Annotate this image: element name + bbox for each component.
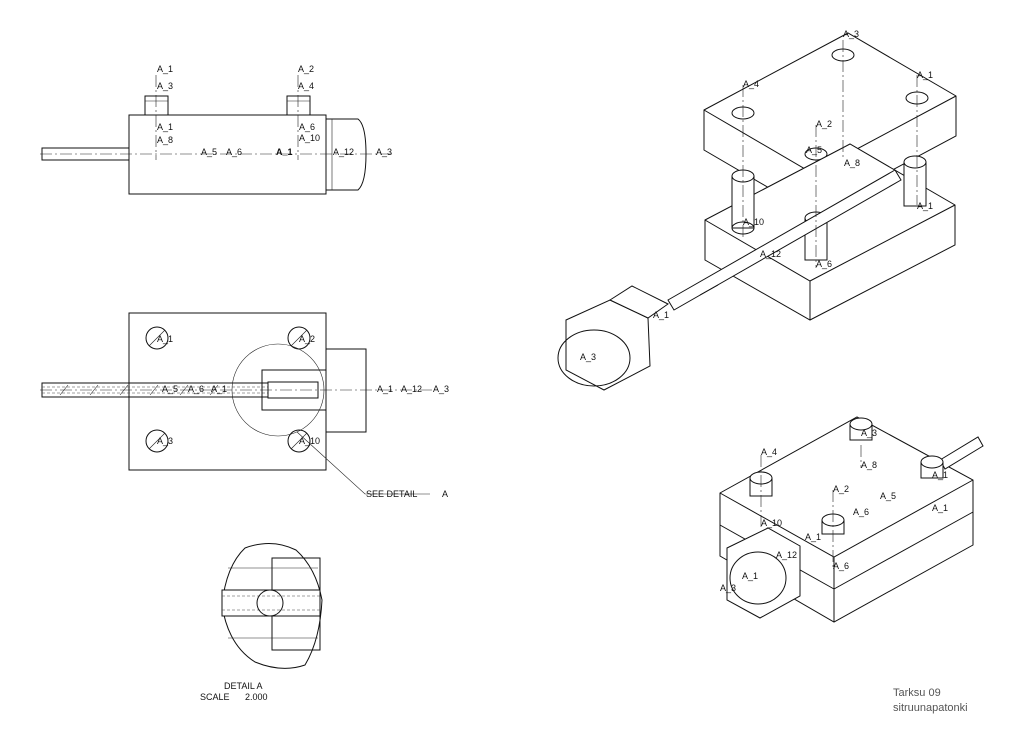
- label: A_1: [653, 310, 669, 320]
- label: A_1: [742, 571, 758, 581]
- label: A_2: [299, 334, 315, 344]
- title-line-1: Tarksu 09: [893, 687, 941, 699]
- detail-scale-value: 2.000: [245, 692, 268, 702]
- detail-scale-label: SCALE: [200, 692, 230, 702]
- label: A_1: [276, 147, 293, 157]
- label: A_2: [816, 119, 832, 129]
- hole-a2: [287, 326, 311, 350]
- label: A_5: [162, 384, 178, 394]
- iso-assembled-rod: [939, 436, 984, 470]
- label: A_1: [157, 334, 173, 344]
- detail-title: DETAIL A: [224, 681, 263, 691]
- label: A_10: [299, 133, 320, 143]
- iso-bottom-block: [704, 143, 956, 321]
- label: A_8: [861, 460, 877, 470]
- detail-a-caption: DETAIL A SCALE 2.000: [200, 681, 268, 702]
- iso-assembled-view: [719, 416, 984, 623]
- label: A_12: [760, 249, 781, 259]
- label: A_6: [816, 259, 832, 269]
- label: A_3: [376, 147, 392, 157]
- top-view-labels: A_1 A_2 A_3 A_10 A_5 A_6 A_1 A_1 A_12 A_…: [157, 334, 449, 499]
- label: A_1: [377, 384, 393, 394]
- label: A_3: [720, 583, 736, 593]
- label: A_1: [917, 70, 933, 80]
- hole-a10: [287, 429, 311, 453]
- top-view: [40, 312, 440, 495]
- label: A_3: [157, 81, 173, 91]
- label: A_8: [844, 158, 860, 168]
- label: A_12: [776, 550, 797, 560]
- front-pin-left: [144, 95, 169, 116]
- label: A_6: [188, 384, 204, 394]
- label: A_6: [226, 147, 242, 157]
- label: A_12: [333, 147, 354, 157]
- front-view: [40, 75, 395, 195]
- label: A_5: [806, 145, 822, 155]
- label: A_3: [433, 384, 449, 394]
- label: A_3: [157, 436, 173, 446]
- label: A_6: [299, 122, 315, 132]
- label: A_10: [761, 518, 782, 528]
- label: A_3: [843, 29, 859, 39]
- label: A_1: [805, 532, 821, 542]
- label: A_8: [157, 135, 173, 145]
- label: A_4: [298, 81, 314, 91]
- title-block: Tarksu 09 sitruunapatonki: [893, 687, 968, 714]
- label: A_6: [833, 561, 849, 571]
- front-pin-right: [286, 95, 311, 116]
- hole-a3: [145, 429, 169, 453]
- detail-leader: [296, 431, 430, 495]
- front-block: [128, 114, 327, 195]
- detail-a-view: [221, 543, 323, 669]
- label: A_10: [299, 436, 320, 446]
- title-line-2: sitruunapatonki: [893, 702, 968, 714]
- label: A_1: [917, 201, 933, 211]
- label: A_5: [201, 147, 217, 157]
- label: A_1: [932, 470, 948, 480]
- label: A_12: [401, 384, 422, 394]
- iso-assembled-hex-nut: [726, 527, 801, 619]
- label: A_1: [157, 64, 173, 74]
- iso-exploded-labels: A_3 A_4 A_1 A_2 A_5 A_8 A_10 A_1 A_12 A_…: [580, 29, 933, 362]
- iso-top-plate: [703, 32, 957, 214]
- hole-a1: [145, 326, 169, 350]
- label: A_10: [743, 217, 764, 227]
- front-view-labels: A_1 A_3 A_1 A_8 A_5 A_6 A_1 A_2 A_4 A_6 …: [157, 64, 392, 157]
- iso-exploded-view: [557, 32, 957, 391]
- label: A_1: [932, 503, 948, 513]
- label: A_6: [853, 507, 869, 517]
- label: A_5: [880, 491, 896, 501]
- iso-rod: [667, 169, 902, 311]
- label: A_3: [861, 428, 877, 438]
- label: A_3: [580, 352, 596, 362]
- detail-callout-letter: A: [442, 489, 448, 499]
- label: A_2: [298, 64, 314, 74]
- label: A_2: [833, 484, 849, 494]
- label: A_1: [211, 384, 227, 394]
- detail-callout: SEE DETAIL: [366, 489, 417, 499]
- top-nut-section: [325, 348, 367, 433]
- iso-assembled-labels: A_3 A_8 A_4 A_1 A_2 A_5 A_6 A_1 A_10 A_1…: [720, 428, 948, 593]
- label: A_4: [743, 79, 759, 89]
- label: A_4: [761, 447, 777, 457]
- label: A_1: [157, 122, 173, 132]
